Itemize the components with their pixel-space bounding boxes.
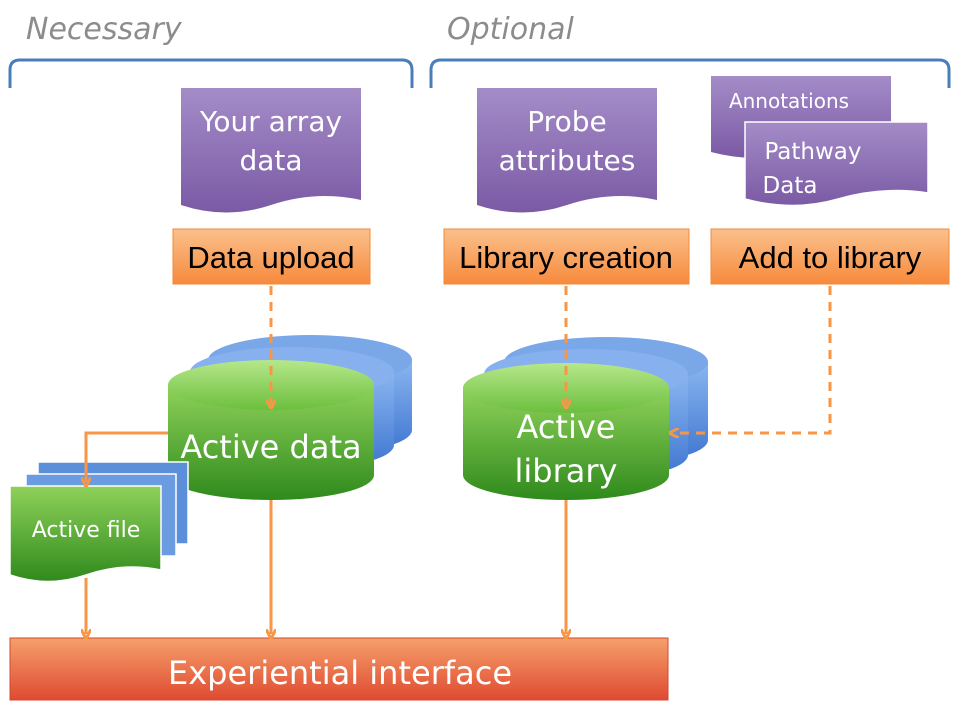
necessary-section-label: Necessary bbox=[26, 12, 182, 47]
your-array-data-document: Your array data bbox=[181, 88, 361, 213]
data-upload-process: Data upload bbox=[172, 228, 371, 285]
probe-attributes-document: Probe attributes bbox=[477, 88, 657, 213]
add-to-library-to-active-library-arrow bbox=[674, 286, 832, 433]
necessary-brace bbox=[8, 58, 414, 88]
active-library-line1: Active bbox=[517, 408, 616, 446]
probe-attributes-line2: attributes bbox=[499, 144, 636, 177]
active-file-label: Active file bbox=[32, 518, 141, 543]
experiential-interface-label: Experiential interface bbox=[168, 654, 512, 692]
active-library-line2: library bbox=[515, 452, 618, 490]
add-to-library-label: Add to library bbox=[739, 240, 922, 275]
active-file-stack: Active file bbox=[9, 461, 189, 583]
data-upload-label: Data upload bbox=[187, 240, 354, 275]
active-data-store: Active data bbox=[168, 335, 412, 500]
your-array-data-line2: data bbox=[239, 144, 302, 177]
active-library-store: Active library bbox=[463, 337, 708, 500]
probe-attributes-line1: Probe bbox=[527, 105, 606, 138]
pathway-data-line1: Pathway bbox=[764, 139, 861, 165]
your-array-data-line1: Your array bbox=[199, 105, 342, 138]
pathway-data-line2: Data bbox=[763, 173, 818, 199]
pathway-data-document: Pathway Data bbox=[744, 121, 929, 207]
optional-section-label: Optional bbox=[447, 12, 574, 47]
active-data-label: Active data bbox=[180, 428, 361, 466]
library-creation-label: Library creation bbox=[459, 240, 673, 275]
add-to-library-process: Add to library bbox=[710, 228, 950, 285]
library-creation-process: Library creation bbox=[443, 228, 690, 285]
experiential-interface-bar: Experiential interface bbox=[9, 637, 669, 701]
optional-brace bbox=[429, 58, 951, 88]
active-data-to-active-file-arrow bbox=[86, 431, 168, 482]
annotations-label: Annotations bbox=[729, 89, 849, 113]
